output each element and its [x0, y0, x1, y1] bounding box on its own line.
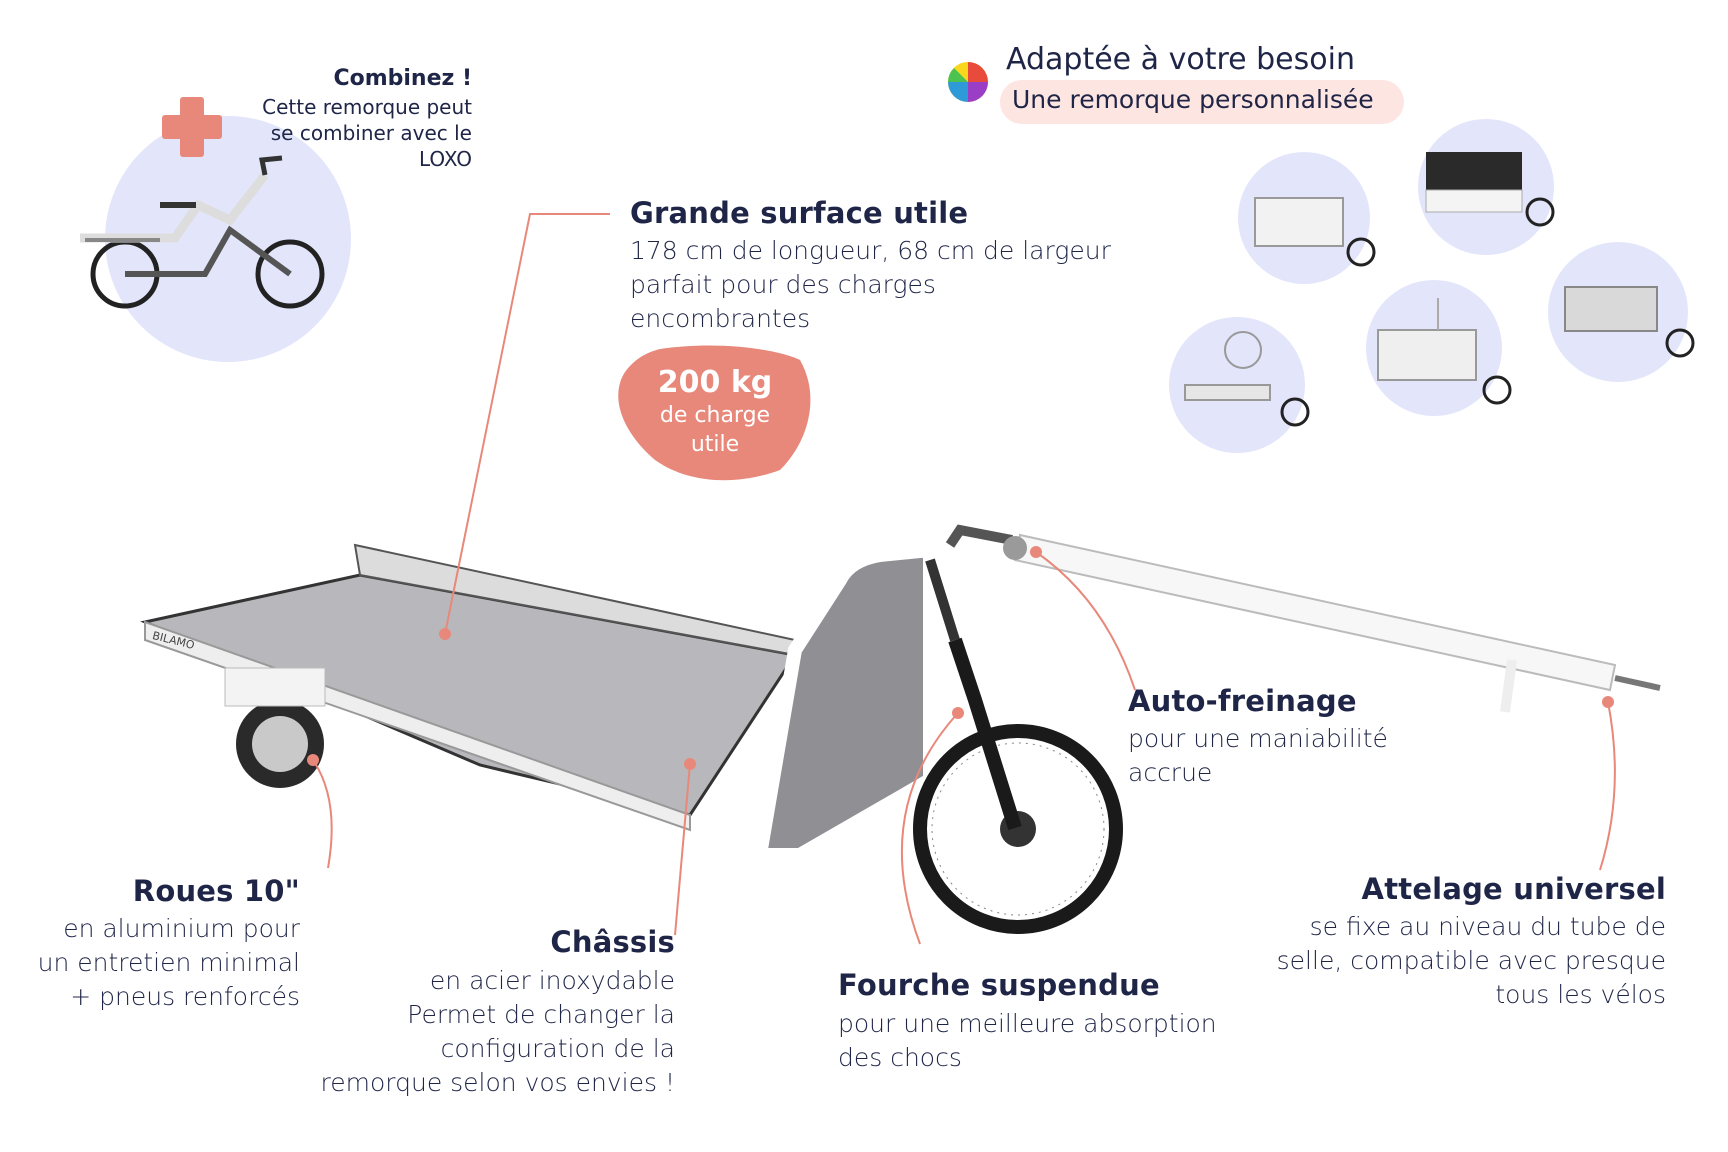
- configuration-circles: [1169, 119, 1695, 453]
- wheels-title: Roues 10": [132, 874, 300, 908]
- load-badge: 200 kg de charge utile: [630, 365, 800, 459]
- trailer-image: [140, 524, 1661, 934]
- combine-line-2: se combiner avec le: [270, 121, 472, 145]
- combine-title: Combinez !: [333, 66, 472, 91]
- fork-block: Fourche suspendue pour une meilleure abs…: [838, 963, 1258, 1075]
- chassis-title: Châssis: [550, 925, 675, 959]
- surface-title: Grande surface utile: [630, 196, 969, 230]
- chassis-line-2: Permet de changer la: [407, 1000, 675, 1029]
- fork-title: Fourche suspendue: [838, 968, 1160, 1002]
- surface-line-2: parfait pour des charges: [630, 270, 936, 299]
- hitch-title: Attelage universel: [1361, 872, 1666, 906]
- custom-title: Adaptée à votre besoin: [1006, 42, 1355, 77]
- combine-block: Combinez ! Cette remorque peut se combin…: [220, 64, 472, 172]
- fork-line-2: des chocs: [838, 1043, 962, 1072]
- wheels-line-2: un entretien minimal: [37, 948, 300, 977]
- brake-block: Auto-freinage pour une maniabilité accru…: [1128, 680, 1448, 790]
- surface-line-3: encombrantes: [630, 304, 811, 333]
- load-badge-shape: [618, 345, 811, 481]
- wheels-line-1: en aluminium pour: [63, 914, 300, 943]
- custom-subtitle: Une remorque personnalisée: [1012, 85, 1374, 114]
- brake-line-1: pour une maniabilité: [1128, 724, 1388, 753]
- combine-line-3: LOXO: [418, 147, 472, 171]
- brake-line-2: accrue: [1128, 758, 1213, 787]
- custom-block: Adaptée à votre besoin Une remorque pers…: [1006, 40, 1426, 120]
- hitch-line-2: selle, compatible avec presque: [1276, 946, 1666, 975]
- load-line-1: de charge: [659, 403, 771, 428]
- surface-line-1: 178 cm de longueur, 68 cm de largeur: [630, 236, 1111, 265]
- wheels-line-3: + pneus renforcés: [70, 982, 300, 1011]
- leader-lines: [312, 213, 1616, 945]
- loxo-bike-image: [80, 155, 325, 309]
- leader-dots: [307, 546, 1614, 770]
- combine-line-1: Cette remorque peut: [262, 95, 472, 119]
- load-value: 200 kg: [657, 365, 773, 400]
- hitch-line-1: se fixe au niveau du tube de: [1309, 912, 1666, 941]
- chassis-block: Châssis en acier inoxydable Permet de ch…: [290, 920, 675, 1100]
- fork-line-1: pour une meilleure absorption: [838, 1009, 1217, 1038]
- subtitle-pill: [1000, 80, 1404, 124]
- chassis-line-1: en acier inoxydable: [429, 966, 675, 995]
- surface-block: Grande surface utile 178 cm de longueur,…: [630, 192, 1150, 336]
- hitch-line-3: tous les vélos: [1495, 980, 1666, 1009]
- plus-icon: [162, 97, 222, 157]
- load-line-2: utile: [690, 432, 740, 457]
- brake-title: Auto-freinage: [1128, 684, 1357, 718]
- chassis-line-4: remorque selon vos envies !: [320, 1068, 675, 1097]
- chassis-line-3: configuration de la: [440, 1034, 675, 1063]
- wheels-block: Roues 10" en aluminium pour un entretien…: [20, 870, 300, 1014]
- hitch-block: Attelage universel se fixe au niveau du …: [1220, 868, 1666, 1012]
- color-palette-icon: [948, 62, 988, 102]
